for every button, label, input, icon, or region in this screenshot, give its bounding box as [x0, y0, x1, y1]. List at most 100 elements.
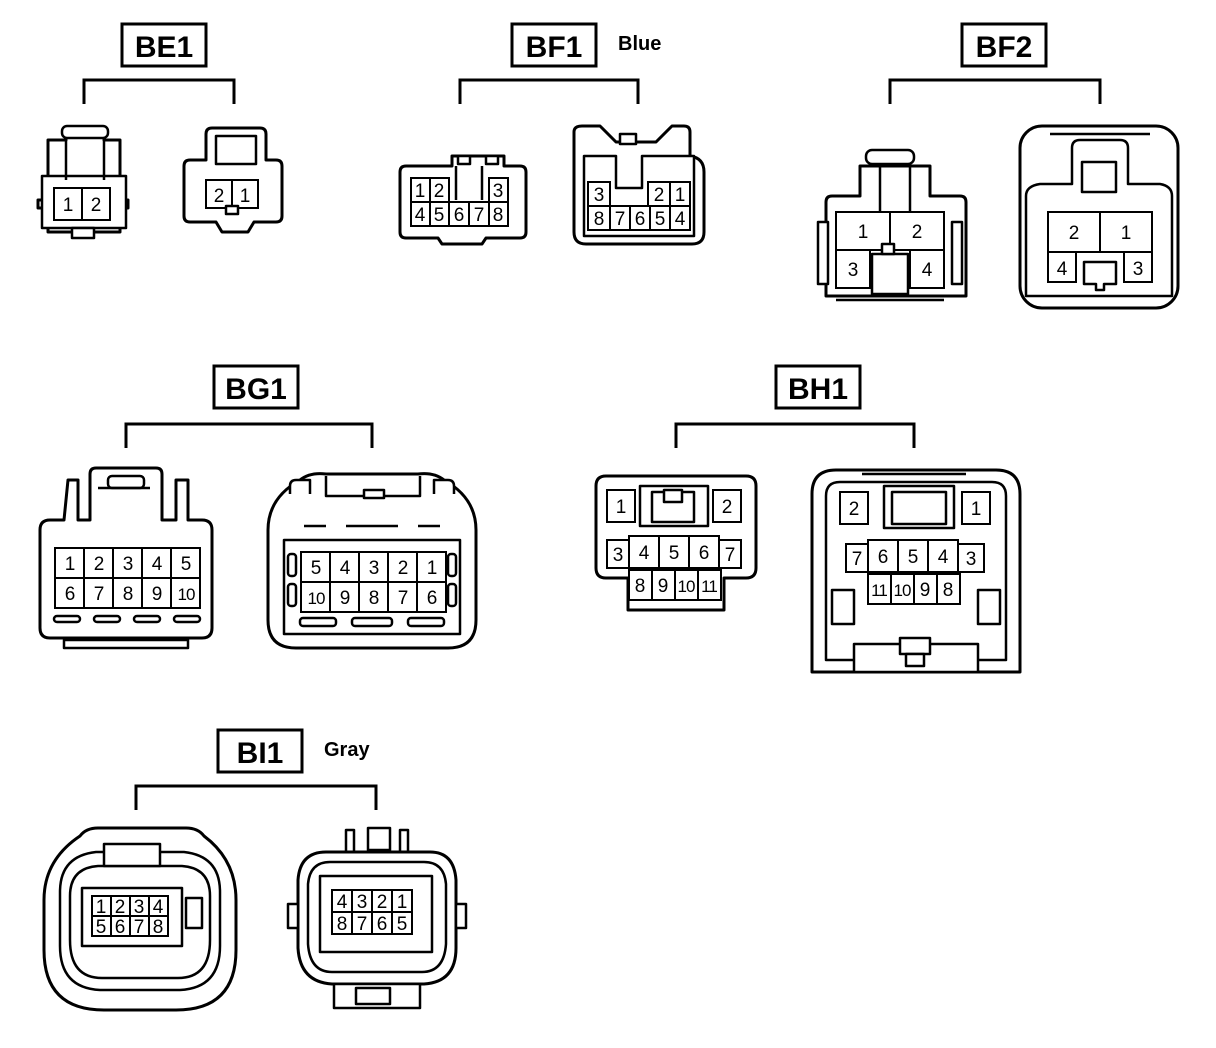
connector-label-box [510, 22, 598, 68]
connector-male-view: 1 2 3 4 5 6 7 8 [398, 154, 528, 246]
pin-number: 9 [340, 588, 351, 609]
pin-number: 1 [616, 497, 627, 518]
pin [329, 581, 360, 613]
pin-number: 5 [908, 547, 919, 568]
connector-label-box [212, 364, 300, 410]
pin [170, 577, 201, 609]
pin-number: 5 [655, 209, 666, 230]
connector-male-view: 1 2 3 4 [816, 148, 968, 302]
pin-number: 5 [434, 205, 445, 226]
pin-number: 5 [669, 543, 680, 564]
pin-number: 2 [377, 892, 388, 913]
connector-female-view: 4 3 2 1 8 7 6 5 [286, 826, 468, 1010]
connector-label: BE1 [135, 31, 193, 64]
pin-number: 3 [848, 260, 859, 281]
pin-number: 1 [96, 897, 107, 918]
pin-number: 2 [91, 195, 102, 216]
pin [54, 547, 85, 579]
pin-number: 7 [134, 917, 145, 938]
pin-number: 1 [240, 186, 251, 207]
connector-bi1: BI1 Gray 1 2 3 4 5 6 7 8 [42, 728, 468, 1012]
pin-number: 2 [434, 181, 445, 202]
pin [889, 211, 945, 251]
pin-number: 2 [214, 186, 225, 207]
pin-number: 1 [65, 554, 76, 575]
pin-number: 1 [1121, 223, 1132, 244]
pin-number: 2 [1069, 223, 1080, 244]
pin-number: 11 [871, 581, 887, 600]
pin [231, 179, 259, 209]
pin [300, 581, 331, 613]
pin [835, 249, 871, 289]
pin-number: 3 [493, 181, 504, 202]
pin-number: 9 [920, 580, 931, 601]
connector-bg1: BG1 1 2 [38, 364, 478, 650]
pin [669, 205, 691, 231]
pin [957, 543, 985, 573]
connector-be1: BE1 1 2 2 1 [36, 22, 284, 240]
pin-number: 6 [115, 917, 126, 938]
pin [936, 573, 961, 605]
connector-label: BF2 [976, 31, 1033, 64]
pin-number: 6 [878, 547, 889, 568]
pin-number: 9 [152, 584, 163, 605]
pin-number: 3 [134, 897, 145, 918]
pin-number: 10 [308, 589, 325, 608]
pin-number: 6 [699, 543, 710, 564]
pin-number: 7 [725, 545, 736, 566]
pin [1123, 251, 1153, 283]
pin-number: 3 [1133, 259, 1144, 280]
connector-label: BI1 [237, 737, 284, 770]
pin [53, 187, 83, 221]
pin-number: 7 [474, 205, 485, 226]
pin [909, 249, 945, 289]
pin-number: 8 [493, 205, 504, 226]
pin-number: 4 [922, 260, 933, 281]
pin-number: 3 [369, 558, 380, 579]
pin-number: 7 [852, 549, 863, 570]
pin-number: 5 [311, 558, 322, 579]
pin-number: 6 [377, 914, 388, 935]
pin [697, 569, 722, 601]
connector-bracket [134, 784, 378, 810]
connector-male-view: 1 2 [36, 124, 130, 240]
pin-number: 6 [427, 588, 438, 609]
pin-number: 9 [658, 576, 669, 597]
pin-number: 7 [398, 588, 409, 609]
connector-label-box [120, 22, 208, 68]
pin-number: 1 [675, 185, 686, 206]
pin-number: 3 [123, 554, 134, 575]
pin-number: 4 [639, 543, 650, 564]
pin [416, 551, 447, 583]
pin-number: 3 [594, 185, 605, 206]
pin [658, 535, 690, 569]
pin-number: 1 [63, 195, 74, 216]
pin-number: 4 [675, 209, 686, 230]
pin-number: 8 [943, 580, 954, 601]
connector-bracket [458, 78, 640, 104]
connector-female-view: 2 1 [182, 126, 284, 234]
pin-number: 5 [96, 917, 107, 938]
pin [712, 489, 742, 523]
connector-female-view: 2 1 4 3 [1018, 124, 1180, 310]
pin-number: 8 [123, 584, 134, 605]
pin [416, 581, 447, 613]
connector-female-view: 5 4 3 2 1 10 9 8 7 6 [266, 472, 478, 650]
pin-number: 4 [938, 547, 949, 568]
pin-number: 4 [337, 892, 348, 913]
connector-bracket [82, 78, 236, 104]
pin [488, 201, 509, 227]
pin-number: 1 [415, 181, 426, 202]
pin-number: 6 [65, 584, 76, 605]
pin-number: 7 [615, 209, 626, 230]
pin [148, 915, 169, 937]
pin [358, 581, 389, 613]
pin-grid [54, 547, 201, 609]
pin [83, 577, 114, 609]
pin [897, 539, 929, 573]
connector-bh1: BH1 1 2 3 4 5 6 7 8 9 [594, 364, 1022, 674]
pin-number: 10 [178, 585, 195, 604]
pin [718, 539, 742, 569]
pin-number: 8 [337, 914, 348, 935]
